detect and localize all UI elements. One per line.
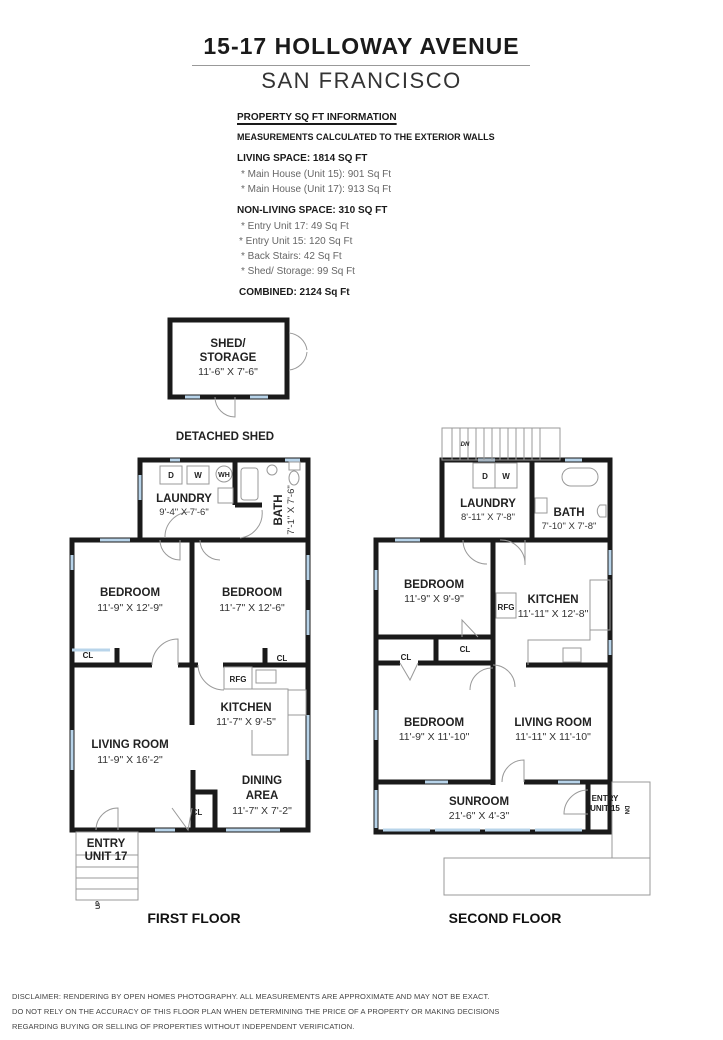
info-heading: PROPERTY SQ FT INFORMATION	[237, 112, 397, 123]
dryer-label: D	[168, 471, 174, 480]
first-floor-caption: FIRST FLOOR	[147, 910, 240, 926]
room-name-living-room: LIVING ROOM	[514, 717, 591, 729]
entry-label: UNIT 15	[590, 804, 620, 813]
room-dims-laundry: 8'-11" X 7'-8"	[461, 512, 515, 523]
entry-label: ENTRY	[87, 838, 126, 850]
room-name-sunroom: SUNROOM	[449, 796, 509, 808]
combined-total: COMBINED: 2124 Sq Ft	[239, 287, 350, 298]
shed-door-icon	[214, 332, 308, 418]
second-floor-windows	[374, 458, 612, 832]
room-name-kitchen: KITCHEN	[220, 702, 271, 714]
water-heater-label: WH	[218, 472, 230, 479]
first-floor-fixtures	[75, 461, 307, 901]
property-title: 15-17 HOLLOWAY AVENUE	[203, 33, 520, 59]
room-name-dining: DINING	[242, 775, 282, 787]
room-dims-bedroom: 11'-9" X 12'-9"	[97, 602, 163, 614]
stairs-down-label: DN	[461, 442, 470, 448]
first-floor-windows	[70, 458, 310, 832]
closet-label: CL	[192, 808, 203, 817]
room-dims-bedroom: 11'-9" X 11'-10"	[399, 731, 470, 743]
room-name-bedroom: BEDROOM	[404, 717, 464, 729]
stairs-down-label: DN	[623, 806, 629, 815]
refrigerator-label: RFG	[230, 675, 247, 684]
room-dims-laundry: 9'-4" X 7'-6"	[159, 507, 208, 518]
shed-label: STORAGE	[200, 352, 257, 364]
second-floor-walls	[373, 457, 613, 835]
first-floor-fixture-labels: D W WH RFG CL CL CL UP	[83, 471, 288, 909]
living-space-heading: LIVING SPACE: 1814 SQ FT	[237, 153, 368, 164]
room-dims-sunroom: 21'-6" X 4'-3"	[449, 810, 510, 822]
title-divider	[192, 65, 530, 66]
room-dims-living-room: 11'-9" X 16'-2"	[97, 754, 163, 766]
room-name-laundry: LAUNDRY	[460, 498, 516, 510]
shed-dims: 11'-6" X 7'-6"	[198, 366, 258, 378]
room-dims-kitchen: 11'-7" X 9'-5"	[216, 716, 276, 728]
washer-label: W	[502, 472, 510, 481]
room-dims-living-room: 11'-11" X 11'-10"	[515, 731, 591, 743]
room-dims-bath: 7'-1" X 7'-6"	[286, 485, 297, 534]
entry-label: UNIT 17	[85, 851, 128, 863]
living-item: * Main House (Unit 15): 901 Sq Ft	[241, 169, 392, 180]
room-name-bedroom: BEDROOM	[222, 587, 282, 599]
room-dims-dining: 11'-7" X 7'-2"	[232, 805, 292, 817]
info-note: MEASUREMENTS CALCULATED TO THE EXTERIOR …	[237, 132, 495, 142]
room-dims-bedroom: 11'-9" X 9'-9"	[404, 593, 464, 605]
entry-label: ENTRY	[592, 794, 619, 803]
room-dims-bath: 7'-10" X 7'-8"	[542, 521, 597, 532]
room-name-bath: BATH	[273, 494, 285, 525]
shed-caption: DETACHED SHED	[176, 431, 274, 443]
room-dims-kitchen: 11'-11" X 12'-8"	[518, 608, 589, 620]
closet-label: CL	[401, 653, 412, 662]
shed-label: SHED/	[210, 338, 246, 350]
nonliving-heading: NON-LIVING SPACE: 310 SQ FT	[237, 205, 388, 216]
room-name-laundry: LAUNDRY	[156, 493, 212, 505]
city-subtitle: SAN FRANCISCO	[261, 68, 462, 93]
washer-label: W	[194, 471, 202, 480]
nonliving-item: * Back Stairs: 42 Sq Ft	[241, 251, 342, 262]
nonliving-item: * Entry Unit 17: 49 Sq Ft	[241, 221, 349, 232]
second-floor-fixtures	[399, 427, 651, 896]
room-name-bedroom: BEDROOM	[404, 579, 464, 591]
room-name-bath: BATH	[553, 507, 584, 519]
disclaimer-line: REGARDING BUYING OR SELLING OF PROPERTIE…	[12, 1022, 355, 1031]
second-floor-fixture-labels: D W RFG CL CL DN DN	[401, 442, 629, 814]
nonliving-item: * Shed/ Storage: 99 Sq Ft	[241, 266, 355, 277]
room-name-dining: AREA	[246, 790, 279, 802]
dryer-label: D	[482, 472, 488, 481]
room-name-kitchen: KITCHEN	[527, 594, 578, 606]
nonliving-item: * Entry Unit 15: 120 Sq Ft	[239, 236, 353, 247]
closet-label: CL	[460, 645, 471, 654]
disclaimer-line: DISCLAIMER: RENDERING BY OPEN HOMES PHOT…	[12, 992, 490, 1001]
second-floor-caption: SECOND FLOOR	[449, 910, 562, 926]
closet-label: CL	[83, 651, 94, 660]
room-name-living-room: LIVING ROOM	[91, 739, 168, 751]
living-item: * Main House (Unit 17): 913 Sq Ft	[241, 184, 392, 195]
closet-label: CL	[277, 654, 288, 663]
stairs-up-label: UP	[96, 901, 102, 909]
room-name-bedroom: BEDROOM	[100, 587, 160, 599]
refrigerator-label: RFG	[498, 603, 515, 612]
room-dims-bedroom: 11'-7" X 12'-6"	[219, 602, 285, 614]
detached-shed	[167, 317, 290, 400]
disclaimer-line: DO NOT RELY ON THE ACCURACY OF THIS FLOO…	[12, 1007, 500, 1016]
